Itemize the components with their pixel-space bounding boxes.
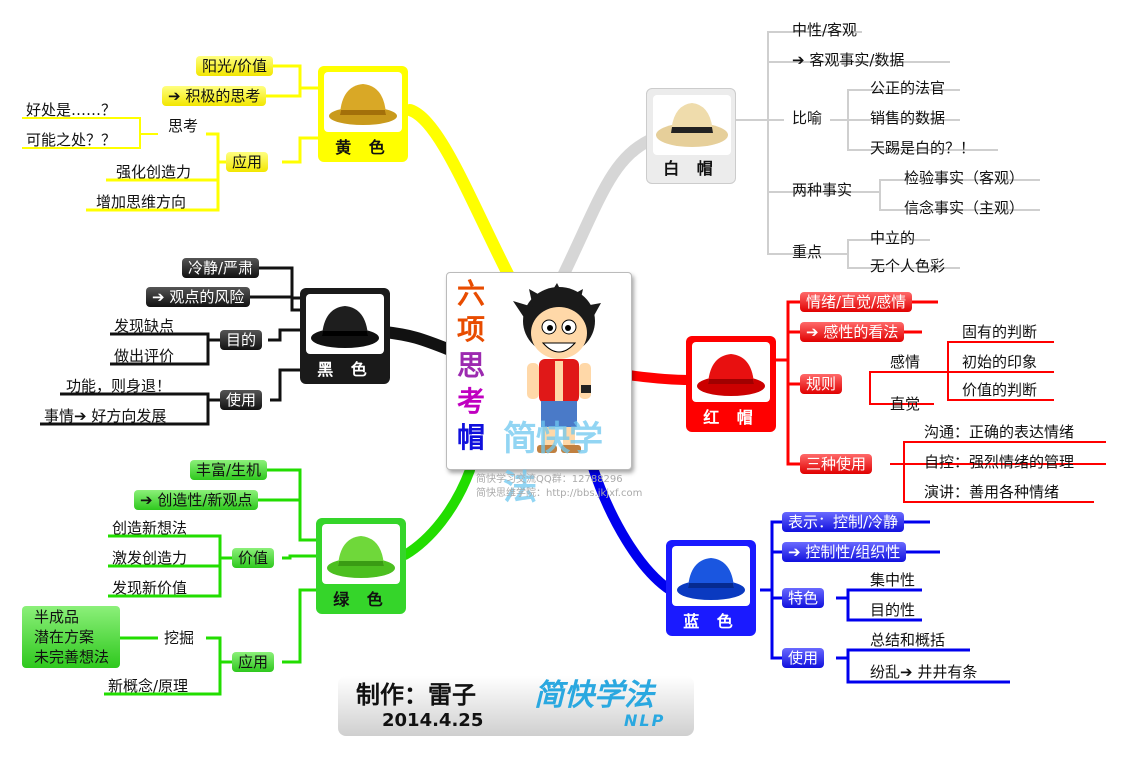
black-calm: 冷静/严肃: [182, 258, 259, 278]
black-hat-icon: [306, 294, 384, 354]
yellow-hat-label: 黄 色: [318, 134, 408, 158]
title-char-3: 思: [457, 349, 485, 383]
green-potential: 潜在方案: [34, 627, 94, 647]
white-key: 重点: [792, 242, 822, 262]
red-rule: 规则: [800, 374, 842, 394]
green-concept: 新概念/原理: [108, 676, 188, 696]
red-inherent: 固有的判断: [962, 322, 1037, 342]
white-hat-label: 白 帽: [647, 155, 735, 179]
white-verify: 检验事实（客观）: [904, 168, 1024, 188]
red-initial: 初始的印象: [962, 352, 1037, 372]
blue-order: 纷乱➔ 井井有条: [870, 662, 977, 682]
white-sky: 天踢是白的？！: [870, 138, 975, 158]
red-feeling: 感情: [890, 352, 920, 372]
title-char-1: 六: [457, 277, 485, 311]
white-judge: 公正的法官: [870, 78, 945, 98]
black-hat-label: 黑 色: [300, 356, 390, 380]
white-no-color: 无个人色彩: [870, 256, 945, 276]
green-dig: 挖掘: [164, 628, 194, 648]
white-hat-icon: [653, 95, 731, 155]
green-new-value: 发现新价值: [112, 578, 187, 598]
red-view: ➔ 感性的看法: [800, 322, 904, 342]
yellow-hat-node: 黄 色: [318, 66, 408, 162]
black-evaluate: 做出评价: [114, 346, 174, 366]
green-new-idea: 创造新想法: [112, 518, 187, 538]
black-hat-node: 黑 色: [300, 288, 390, 384]
qq-caption: 简快学习交流QQ群：12788296: [476, 474, 623, 486]
yellow-sun-value: 阳光/价值: [196, 56, 273, 76]
green-imperfect: 未完善想法: [34, 647, 109, 667]
black-use: 使用: [220, 390, 262, 410]
red-communicate: 沟通：正确的表达情绪: [924, 422, 1074, 442]
green-apply: 应用: [232, 652, 274, 672]
branch-green: [405, 470, 470, 555]
branch-red: [628, 375, 690, 380]
red-hat-node: 红 帽: [686, 336, 776, 432]
green-value: 价值: [232, 548, 274, 568]
blue-express: 表示：控制/冷静: [782, 512, 904, 532]
blue-use: 使用: [782, 648, 824, 668]
white-metaphor: 比喻: [792, 108, 822, 128]
white-two-facts: 两种事实: [792, 180, 852, 200]
red-hat-icon: [692, 342, 770, 402]
yellow-positive-thinking: ➔ 积极的思考: [162, 86, 266, 106]
white-neutral2: 中立的: [870, 228, 915, 248]
blue-hat-icon: [672, 546, 750, 606]
blue-hat-node: 蓝 色: [666, 540, 756, 636]
title-char-5: 帽: [457, 421, 485, 455]
red-speech: 演讲：善用各种情绪: [924, 482, 1059, 502]
white-hat-node: 白 帽: [646, 88, 736, 184]
white-facts: ➔ 客观事实/数据: [792, 50, 904, 70]
green-hat-label: 绿 色: [316, 586, 406, 610]
center-node: 六 项 思 考 帽 简快学法: [446, 272, 632, 470]
green-hat-node: 绿 色: [316, 518, 406, 614]
blue-control: ➔ 控制性/组织性: [782, 542, 906, 562]
yellow-direction: 增加思维方向: [96, 192, 186, 212]
blue-hat-label: 蓝 色: [666, 608, 756, 632]
green-hat-icon: [322, 524, 400, 584]
branch-white: [560, 140, 650, 282]
black-retreat: 功能，则身退！: [66, 376, 171, 396]
white-belief: 信念事实（主观）: [904, 198, 1024, 218]
white-neutral: 中性/客观: [792, 20, 857, 40]
logo-sub: NLP: [624, 712, 665, 730]
title-char-2: 项: [457, 313, 485, 347]
green-rich: 丰富/生机: [190, 460, 267, 480]
yellow-creativity: 强化创造力: [116, 162, 191, 182]
author-credit: 制作：雷子: [356, 680, 476, 710]
green-dig-box: 半成品 潜在方案 未完善想法: [22, 606, 120, 668]
red-hat-label: 红 帽: [686, 404, 776, 428]
blue-purpose: 目的性: [870, 600, 915, 620]
red-self-control: 自控：强烈情绪的管理: [924, 452, 1074, 472]
red-intuition: 直觉: [890, 394, 920, 414]
site-caption: 简快思维学院：http://bbs.jkjxf.com: [476, 488, 642, 500]
black-risk: ➔ 观点的风险: [146, 287, 250, 307]
yellow-apply: 应用: [226, 152, 268, 172]
yellow-hat-icon: [324, 72, 402, 132]
green-creative: ➔ 创造性/新观点: [134, 490, 258, 510]
white-sales: 销售的数据: [870, 108, 945, 128]
red-value-judge: 价值的判断: [962, 380, 1037, 400]
green-inspire: 激发创造力: [112, 548, 187, 568]
yellow-think: 思考: [168, 116, 198, 136]
blue-focus: 集中性: [870, 570, 915, 590]
black-good-direction: 事情➔ 好方向发展: [44, 406, 166, 426]
branch-yellow: [410, 110, 512, 282]
blue-summary: 总结和概括: [870, 630, 945, 650]
black-find-flaw: 发现缺点: [114, 316, 174, 336]
green-half: 半成品: [34, 607, 79, 627]
black-purpose: 目的: [220, 330, 262, 350]
footer-banner: 制作：雷子 2014.4.25 简快学法 NLP: [338, 676, 694, 736]
blue-feature: 特色: [782, 588, 824, 608]
yellow-benefit: 好处是……？: [26, 100, 116, 120]
yellow-possibility: 可能之处？？: [26, 130, 116, 150]
logo-text: 简快学法: [534, 678, 654, 714]
red-three-uses: 三种使用: [800, 454, 872, 474]
title-char-4: 考: [457, 385, 485, 419]
red-emotion: 情绪/直觉/感情: [800, 292, 912, 312]
branch-black: [385, 332, 450, 350]
made-date: 2014.4.25: [382, 710, 483, 732]
